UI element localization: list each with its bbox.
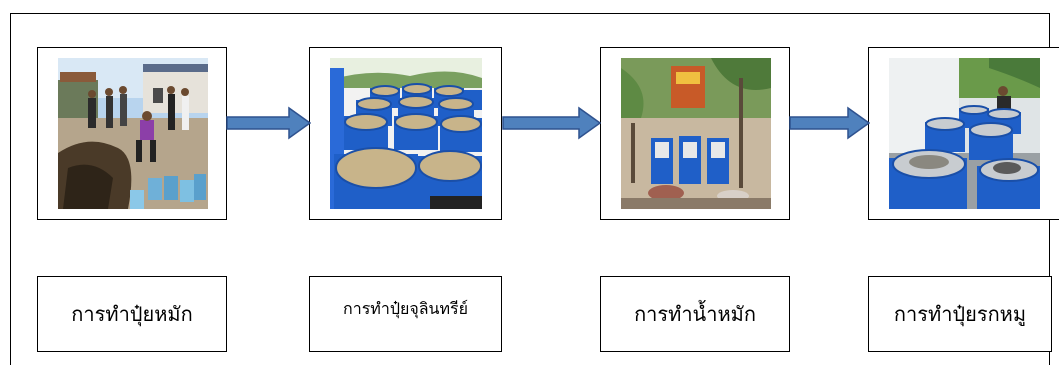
step-4-label-box: การทำปุ๋ยรกหมู [868,276,1052,352]
right-arrow-icon [226,106,311,140]
blue-barrels-with-grain-photo [330,58,482,209]
arrow-1-2 [226,106,311,140]
step-2-label: การทำปุ๋ยจุลินทรีย์ [343,299,468,318]
right-arrow-icon [789,106,870,140]
step-1-label: การทำปุ๋ยหมัก [71,302,193,326]
step-2-label-box: การทำปุ๋ยจุลินทรีย์ [309,276,502,352]
right-arrow-icon [502,106,601,140]
step-3-label-box: การทำน้ำหมัก [600,276,790,352]
arrow-3-4 [789,106,870,140]
step-2-photo-box [309,47,502,220]
step-1-photo-box [37,47,227,220]
step-4-photo-box [868,47,1059,220]
step-4-label: การทำปุ๋ยรกหมู [893,302,1027,326]
fermented-liquid-barrels-photo [621,58,771,209]
step-3-photo-box [600,47,790,220]
step-1-label-box: การทำปุ๋ยหมัก [37,276,227,352]
people-shoveling-compost-photo [58,58,208,209]
blue-tanks-with-worker-photo [889,58,1040,209]
arrow-2-3 [502,106,601,140]
step-3-label: การทำน้ำหมัก [634,302,756,326]
